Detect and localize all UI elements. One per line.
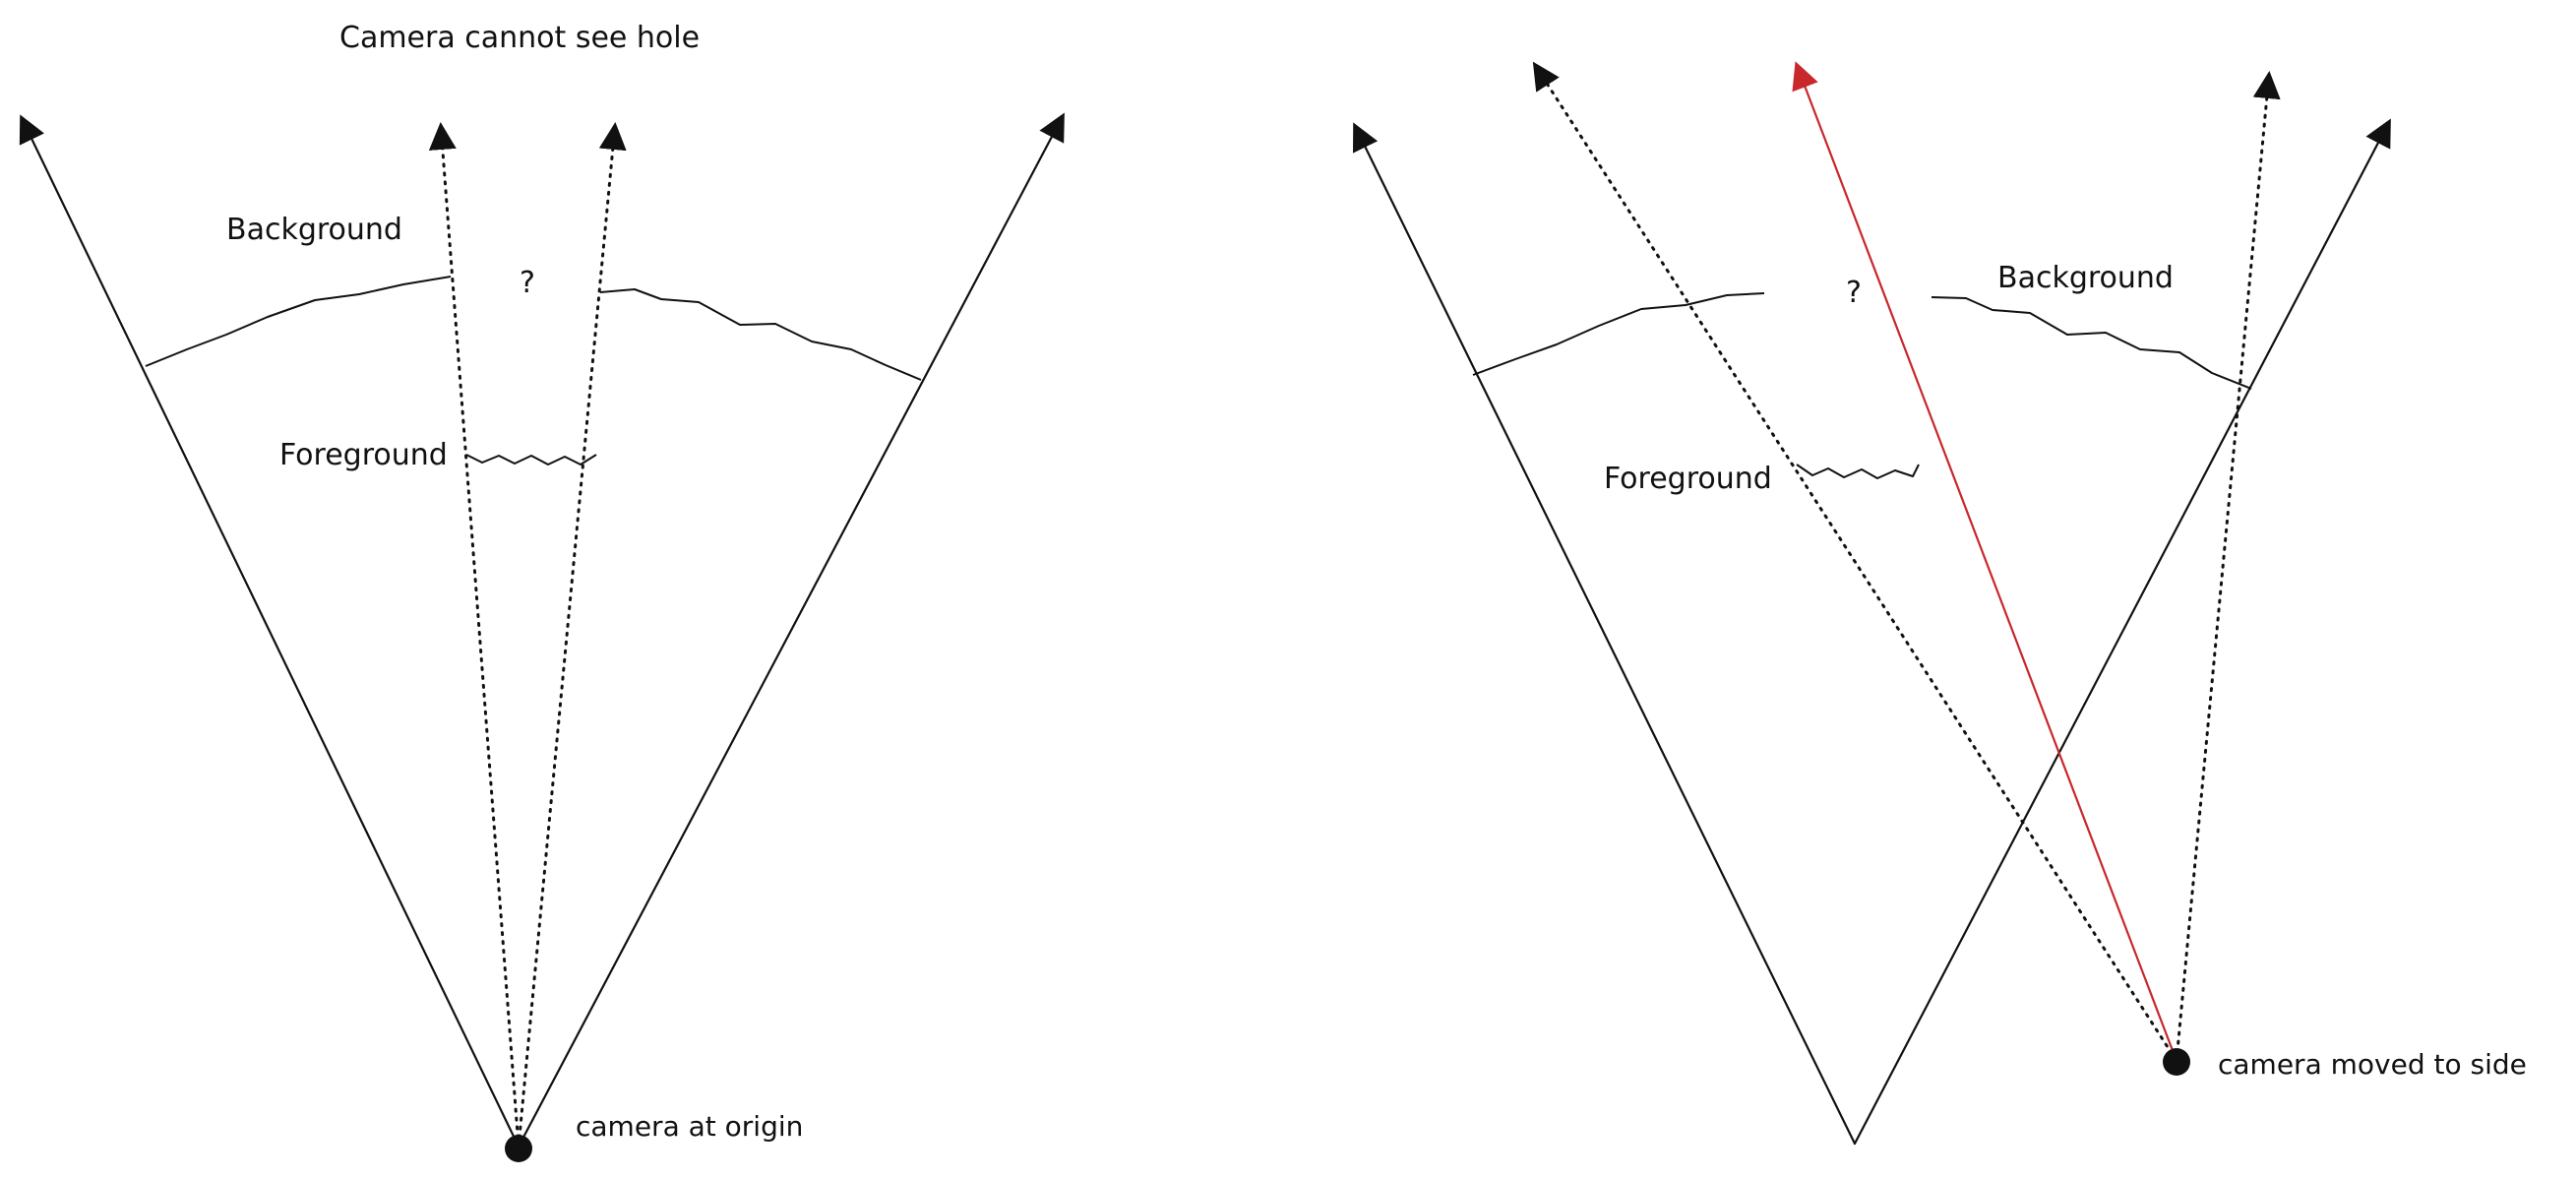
- left-dotted-ray-right: [517, 122, 627, 1148]
- left-hole-mark: ?: [520, 266, 535, 300]
- right-foreground-label: Foreground: [1604, 462, 1772, 496]
- right-camera-label: camera moved to side: [2218, 1048, 2527, 1081]
- right-moved-fov-left-ray: [1532, 61, 2178, 1063]
- left-panel-title: Camera cannot see hole: [339, 21, 700, 55]
- right-hole-visibility-ray: [1792, 61, 2178, 1063]
- right-camera-dot: [2163, 1048, 2190, 1076]
- right-foreground-surface: [1796, 464, 1920, 479]
- left-foreground-label: Foreground: [279, 438, 448, 472]
- left-background-surface-left: [145, 276, 452, 367]
- right-background-label: Background: [1997, 261, 2174, 295]
- right-moved-fov-right-ray: [2175, 71, 2281, 1063]
- left-camera-dot: [505, 1135, 532, 1162]
- left-fov-right-ray: [517, 112, 1065, 1148]
- left-background-label: Background: [226, 213, 402, 247]
- right-background-surface-right: [1931, 296, 2252, 390]
- left-panel: Camera cannot see hole Background Foregr…: [19, 21, 1065, 1162]
- left-camera-label: camera at origin: [576, 1110, 803, 1143]
- right-hole-mark: ?: [1846, 276, 1862, 310]
- right-background-surface-left: [1472, 292, 1765, 376]
- left-background-surface-right: [599, 288, 922, 381]
- left-fov-left-ray: [19, 114, 521, 1148]
- left-foreground-surface: [465, 454, 597, 465]
- right-original-fov-right-ray: [1853, 118, 2391, 1146]
- left-dotted-ray-left: [428, 122, 521, 1148]
- right-panel: Background Foreground ? camera moved to …: [1353, 61, 2527, 1146]
- right-original-fov-left-ray: [1353, 122, 1857, 1146]
